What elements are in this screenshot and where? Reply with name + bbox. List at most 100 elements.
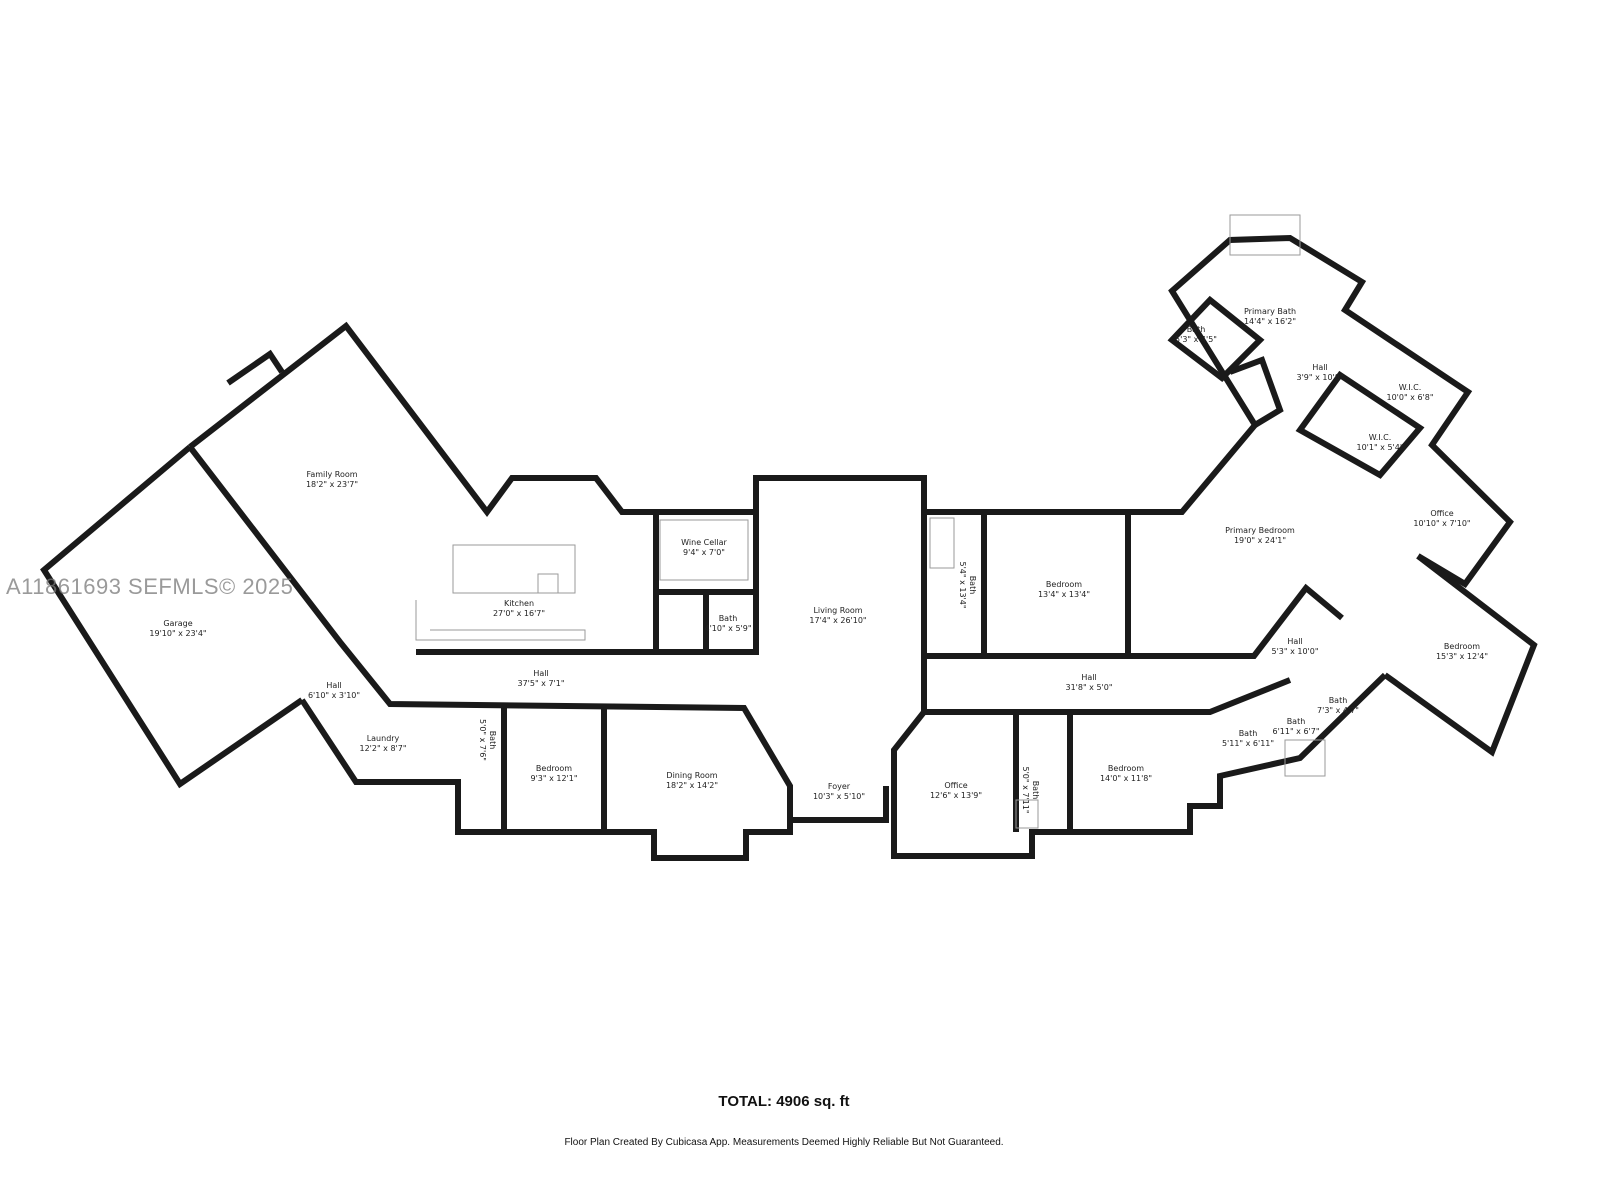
room-name: Bath xyxy=(719,614,738,623)
wall-segment xyxy=(1295,370,1425,479)
room-dimensions: 10'1" x 5'4" xyxy=(1356,443,1403,452)
wall-segment xyxy=(1228,356,1284,428)
room-dimensions: 5'0" x 7'11" xyxy=(1021,766,1030,813)
room-dimensions: 9'3" x 12'1" xyxy=(530,774,577,783)
room-name: Garage xyxy=(163,619,192,628)
room-name: Foyer xyxy=(828,782,851,791)
fixture xyxy=(1015,799,1039,829)
room-dimensions: 5'3" x 10'0" xyxy=(1271,647,1318,656)
room-dimensions: 19'10" x 23'4" xyxy=(149,629,206,638)
footer-disclaimer: Floor Plan Created By Cubicasa App. Meas… xyxy=(564,1137,1004,1148)
room-dimensions: 7'3" x 4'7" xyxy=(1317,706,1359,715)
room-dimensions: 3'9" x 10'8" xyxy=(1296,373,1343,382)
watermark: A11861693 SEFMLS© 2025 xyxy=(6,574,294,599)
room-dimensions: 13'4" x 13'4" xyxy=(1038,590,1090,599)
room-name: Primary Bath xyxy=(1244,307,1296,316)
wall-segment xyxy=(416,512,759,655)
room-dimensions: 18'2" x 23'7" xyxy=(306,480,358,489)
wall-segment xyxy=(187,445,793,861)
room-dimensions: 12'2" x 8'7" xyxy=(359,744,406,753)
room-name: Bedroom xyxy=(1444,642,1480,651)
room-name: Bath xyxy=(968,576,977,595)
wall-segment xyxy=(787,786,889,823)
room-dimensions: 5'3" x 4'5" xyxy=(1175,335,1217,344)
room-label: W.I.C.10'1" x 5'4" xyxy=(1356,433,1403,452)
wall-segment xyxy=(188,234,1514,588)
room-dimensions: 14'4" x 16'2" xyxy=(1244,317,1296,326)
fixture xyxy=(415,600,586,641)
fixture xyxy=(929,517,955,569)
room-name: Wine Cellar xyxy=(681,538,727,547)
wall-segment xyxy=(226,349,285,386)
room-dimensions: 10'10" x 7'10" xyxy=(1413,519,1470,528)
room-dimensions: 6'11" x 6'7" xyxy=(1272,727,1319,736)
wall-segment xyxy=(924,677,1292,715)
room-dimensions: 9'4" x 7'0" xyxy=(683,548,725,557)
room-name: W.I.C. xyxy=(1369,433,1392,442)
room-name: Office xyxy=(944,781,967,790)
room-dimensions: 27'0" x 16'7" xyxy=(493,609,545,618)
wall-segment xyxy=(1383,553,1538,757)
room-name: Hall xyxy=(533,669,548,678)
room-name: Hall xyxy=(326,681,341,690)
fixture xyxy=(1284,739,1326,777)
room-name: Bath xyxy=(1329,696,1348,705)
room-name: Bath xyxy=(1239,729,1258,738)
wall-segment xyxy=(1167,295,1265,382)
room-name: Living Room xyxy=(813,606,862,615)
room-name: Hall xyxy=(1287,637,1302,646)
fixture xyxy=(659,519,749,581)
room-dimensions: 17'4" x 26'10" xyxy=(809,616,866,625)
wall-segment xyxy=(924,583,1344,659)
fixtures xyxy=(415,214,1326,829)
total-area: TOTAL: 4906 sq. ft xyxy=(718,1093,850,1110)
room-name: Dining Room xyxy=(666,771,717,780)
room-name: Bedroom xyxy=(1046,580,1082,589)
room-dimensions: 10'3" x 5'10" xyxy=(813,792,865,801)
room-name: Laundry xyxy=(367,734,400,743)
room-name: Bath xyxy=(488,731,497,750)
room-dimensions: 12'6" x 13'9" xyxy=(930,791,982,800)
room-name: Bedroom xyxy=(536,764,572,773)
room-name: Bath xyxy=(1031,781,1040,800)
room-dimensions: 18'2" x 14'2" xyxy=(666,781,718,790)
room-dimensions: 5'4" x 13'4" xyxy=(958,561,967,608)
room-label: W.I.C.10'0" x 6'8" xyxy=(1386,383,1433,402)
wall-segment xyxy=(891,672,1388,859)
room-dimensions: 19'0" x 24'1" xyxy=(1234,536,1286,545)
room-dimensions: 5'0" x 7'6" xyxy=(478,719,487,761)
room-name: Primary Bedroom xyxy=(1225,526,1295,535)
room-dimensions: 14'0" x 11'8" xyxy=(1100,774,1152,783)
room-name: Hall xyxy=(1312,363,1327,372)
room-dimensions: 6'10" x 3'10" xyxy=(308,691,360,700)
wall-segment xyxy=(40,444,304,789)
fixture xyxy=(1229,214,1301,256)
room-dimensions: 37'5" x 7'1" xyxy=(517,679,564,688)
